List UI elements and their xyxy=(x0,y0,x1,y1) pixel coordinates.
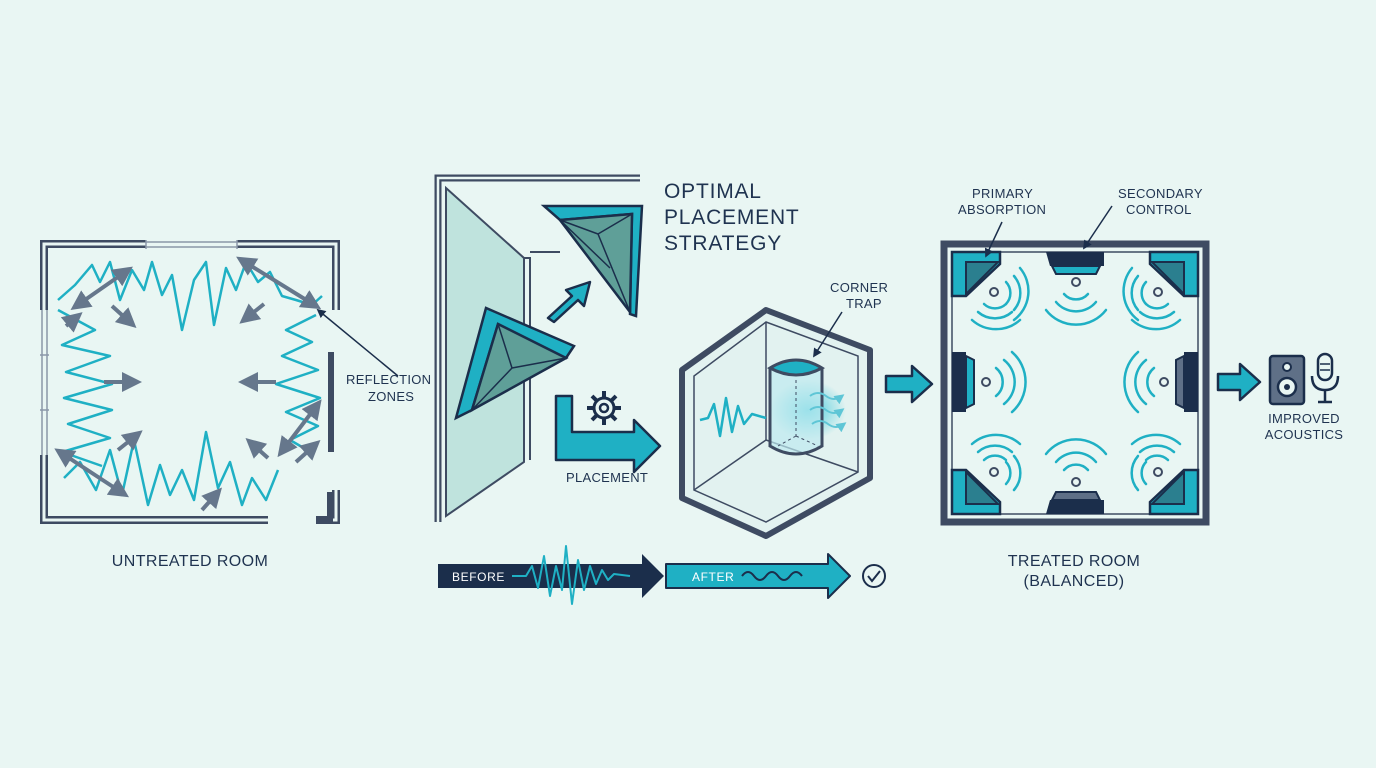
title-line: STRATEGY xyxy=(664,232,782,255)
corner-wall xyxy=(316,492,333,523)
reflection-wave xyxy=(57,308,114,468)
corner-absorber xyxy=(1148,250,1200,298)
arrow-icon xyxy=(884,364,934,404)
door-panel xyxy=(328,352,334,452)
before-banner xyxy=(438,554,664,598)
check-circle-icon xyxy=(862,564,886,588)
improved-acoustics-label: IMPROVED xyxy=(1268,411,1340,426)
corner-trap-label: TRAP xyxy=(846,296,882,311)
secondary-control-pointer xyxy=(1083,205,1113,250)
reflection-arrows xyxy=(54,256,322,512)
sound-rings xyxy=(970,266,1182,492)
reflection-zones-label: ZONES xyxy=(368,389,414,404)
reflection-zones-label: REFLECTION xyxy=(346,372,431,387)
wall-absorber xyxy=(952,352,975,412)
sound-wave xyxy=(699,396,767,438)
after-label: AFTER xyxy=(692,570,734,584)
window xyxy=(40,310,49,455)
improved-acoustics-label: ACOUSTICS xyxy=(1265,427,1344,442)
sensor-dot xyxy=(981,277,1169,487)
arrow-icon xyxy=(554,394,662,474)
speaker-icon xyxy=(1268,354,1306,406)
primary-absorption-label: ABSORPTION xyxy=(958,202,1046,217)
reflection-zones-pointer xyxy=(316,308,399,377)
primary-absorption-label: PRIMARY xyxy=(972,186,1033,201)
secondary-control-label: CONTROL xyxy=(1126,202,1192,217)
corner-absorber xyxy=(950,250,1002,298)
corner-absorber xyxy=(950,468,1002,516)
before-after-banner: BEFORE AFTER xyxy=(438,545,886,605)
treated-room-caption: TREATED ROOM xyxy=(1008,553,1141,570)
wall-absorber xyxy=(1175,352,1198,412)
wall-absorber xyxy=(1046,252,1104,275)
wall-absorber xyxy=(1046,491,1104,514)
corner-bass-trap xyxy=(454,306,576,421)
corner-trap-cylinder xyxy=(766,358,826,456)
microphone-icon xyxy=(1310,352,1340,404)
diffused-waves xyxy=(809,392,847,433)
after-waveform xyxy=(741,571,803,581)
treated-room-caption: (BALANCED) xyxy=(1024,573,1125,590)
treated-room: PRIMARY ABSORPTION SECONDARY CONTROL TRE… xyxy=(940,186,1210,590)
before-label: BEFORE xyxy=(452,570,505,584)
primary-absorption-pointer xyxy=(984,221,1003,258)
corner-trap-label: CORNER xyxy=(830,280,888,295)
placement-strategy: PLACEMENT OPTIMAL PLACEMENT STRATEGY xyxy=(434,174,800,522)
title-line: PLACEMENT xyxy=(664,206,800,229)
title-line: OPTIMAL xyxy=(664,180,762,203)
placement-label: PLACEMENT xyxy=(566,470,648,485)
room-wall-outline xyxy=(940,240,1210,526)
gear-icon xyxy=(587,391,621,425)
untreated-room: REFLECTION ZONES UNTREATED ROOM xyxy=(40,240,431,570)
corner-bass-trap xyxy=(540,204,644,318)
secondary-control-label: SECONDARY xyxy=(1118,186,1203,201)
window xyxy=(145,240,238,249)
arrow-icon xyxy=(1216,362,1262,402)
untreated-room-caption: UNTREATED ROOM xyxy=(112,553,268,570)
corner-trap-illustration: CORNER TRAP xyxy=(679,280,888,539)
arrow-icon xyxy=(546,280,592,324)
reflection-wave xyxy=(57,260,323,332)
corner-trap-pointer xyxy=(813,311,843,358)
before-waveform xyxy=(512,545,631,605)
after-banner xyxy=(665,553,851,599)
corner-absorber xyxy=(1148,468,1200,516)
